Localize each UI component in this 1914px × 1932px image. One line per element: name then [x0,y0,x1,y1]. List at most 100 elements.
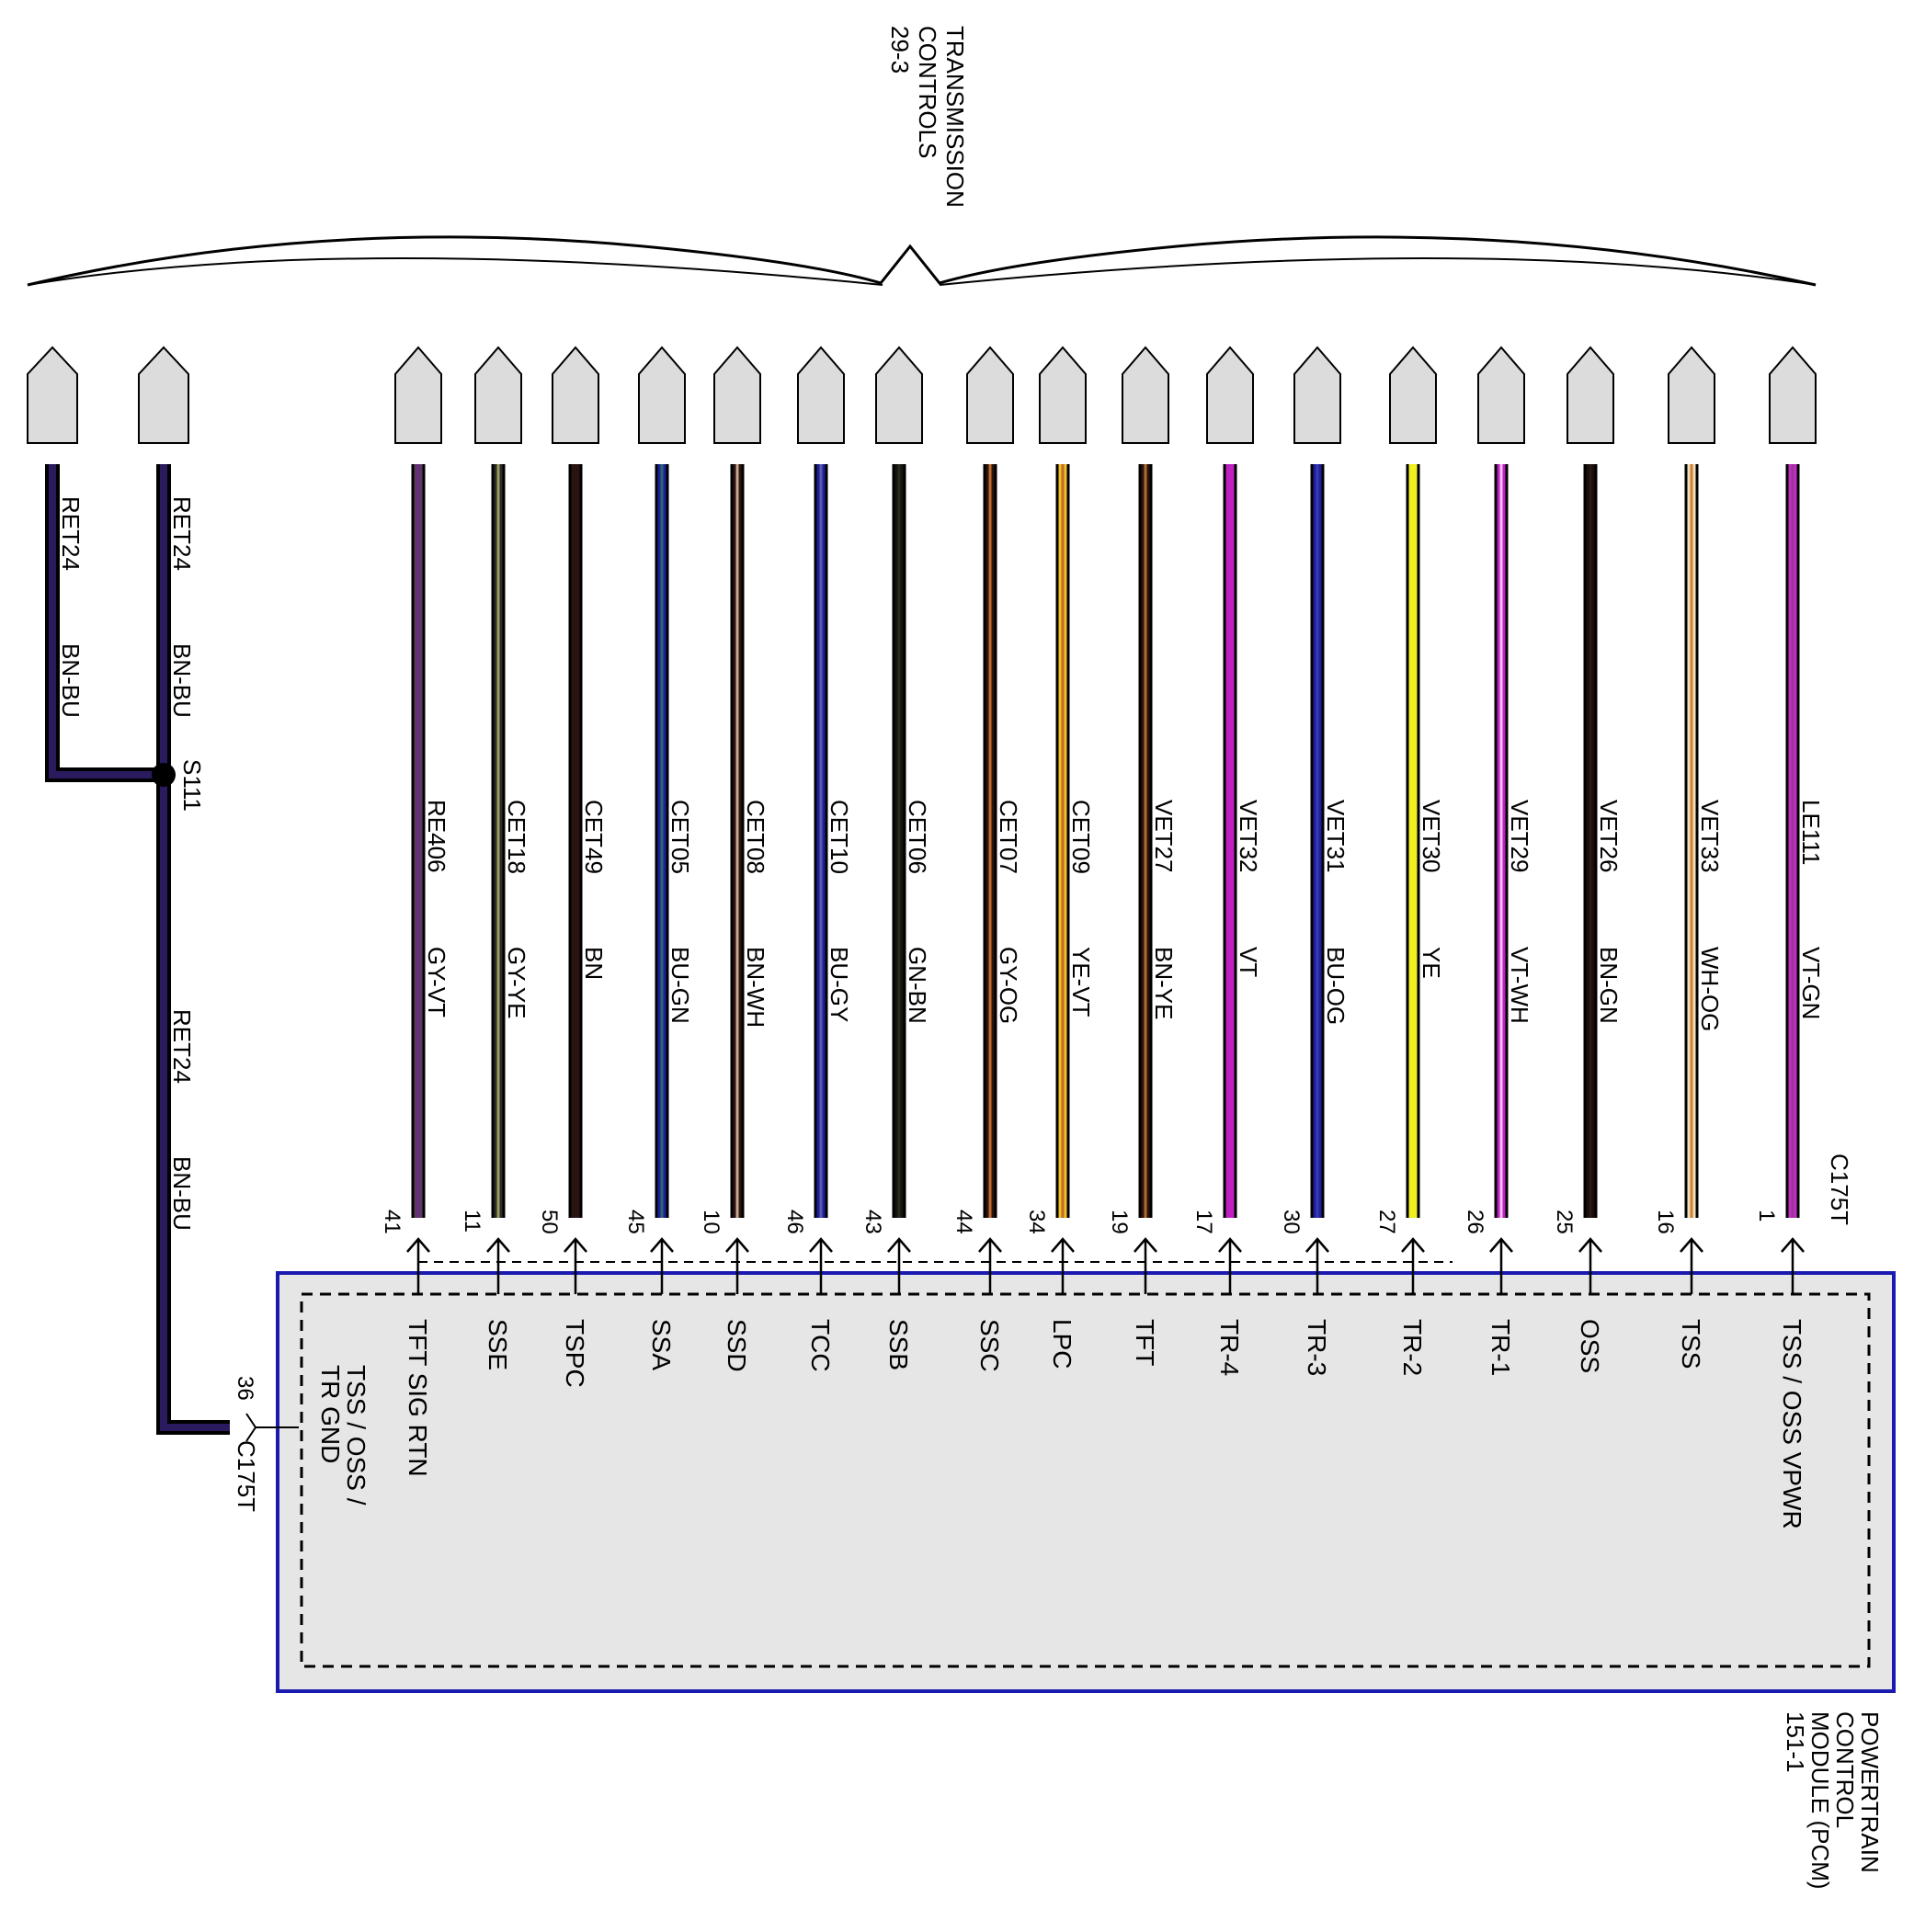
pin-number: 16 [1653,1210,1678,1234]
pin-arrow [650,1237,674,1294]
ground-top-circuit-label: RET24 [168,496,196,571]
pin-number: 26 [1463,1210,1487,1234]
pin-number: 10 [699,1210,723,1234]
pin-number: 27 [1374,1210,1399,1234]
pin-function-label: TFT [1131,1319,1159,1366]
color-label: BU-GY [826,947,853,1022]
color-label: WH-OG [1696,947,1724,1031]
ground-wire-left-core [49,464,164,778]
connector-housing [1389,346,1437,444]
connector-housing [797,346,845,444]
pin-number: 41 [380,1210,404,1234]
pin-number: 17 [1191,1210,1216,1234]
circuit-label: VET32 [1235,800,1262,873]
circuit-label: CET18 [503,800,530,874]
connector-housing [1477,346,1525,444]
splice-s111-label: S111 [178,759,206,812]
ground-function-line-2: TR GND [316,1365,345,1463]
ground-bottom-circuit-label: RET24 [168,1009,196,1084]
circuit-label: CET09 [1067,800,1095,874]
pin-arrow [1578,1237,1602,1294]
circuit-label: LE111 [1797,800,1825,865]
pin-function-label: TCC [806,1319,835,1372]
circuit-label: CET08 [742,800,769,874]
color-label: BU-OG [1322,947,1350,1025]
pin-number: 43 [860,1210,885,1234]
pin-arrow [406,1237,430,1294]
pin-arrow [978,1237,1002,1294]
pcm-module-box [276,1271,1896,1693]
connector-housing [1206,346,1254,444]
pin-function-label: TR-4 [1215,1319,1244,1376]
circuit-label: VET30 [1418,800,1445,873]
pin-function-label: TSPC [561,1319,589,1388]
color-label: GY-OG [995,947,1022,1024]
ground-pin-arrow [245,1413,299,1442]
ground-function-line-1: TSS / OSS / [342,1365,370,1506]
pin-arrow [1489,1237,1513,1294]
connector-housing [474,346,522,444]
pin-arrow [1401,1237,1425,1294]
ground-wire-main-core [160,464,230,1431]
ground-connector-housing-1 [27,346,78,444]
color-label: VT-WH [1506,947,1533,1024]
color-label: YE [1418,947,1445,979]
pin-function-label: SSD [723,1319,751,1372]
pin-number: 11 [460,1210,484,1233]
pin-number: 50 [537,1210,562,1234]
connector-housing [966,346,1014,444]
color-label: BN [580,947,608,980]
ground-connector-label: C175T [233,1440,260,1512]
pin-number: 30 [1279,1210,1304,1234]
destination-brace [27,235,1817,287]
color-label: BU-GN [666,947,694,1024]
pcm-label-line-1: POWERTRAIN [1856,1711,1884,1873]
pin-function-label: TSS [1677,1319,1705,1369]
pcm-module-inner-dashed [300,1292,1871,1668]
connector-housing [1668,346,1715,444]
circuit-label: VET33 [1696,800,1724,873]
connector-housing [1293,346,1341,444]
connector-housing [1122,346,1169,444]
circuit-label: CET07 [995,800,1022,874]
pin-arrow [809,1237,833,1294]
pin-arrow [1051,1237,1075,1294]
brace-left [27,235,1817,287]
pin-function-label: LPC [1048,1319,1077,1369]
pin-arrow [564,1237,587,1294]
pin-arrow [1305,1237,1329,1294]
connector-housing [713,346,761,444]
module-connector-label: C175T [1826,1154,1853,1225]
pin-arrow [486,1237,510,1294]
pin-function-label: SSB [884,1319,913,1370]
pcm-label-line-3: MODULE (PCM) [1806,1711,1834,1890]
circuit-label: RE406 [423,800,450,873]
pin-number: 34 [1024,1210,1049,1234]
connector-housing [875,346,923,444]
ground-left-circuit-label: RET24 [57,496,85,571]
circuit-label: VET26 [1595,800,1623,873]
destination-label: TRANSMISSION CONTROLS 29-3 [886,26,969,208]
connector-housing [552,346,599,444]
ground-connector-housing-2 [138,346,189,444]
brace-left-inner [27,257,883,286]
color-label: YE-VT [1067,947,1095,1017]
connector-housing [1769,346,1817,444]
pin-function-label: TR-3 [1303,1319,1331,1376]
pin-function-label: OSS [1576,1319,1604,1373]
pin-number: 25 [1552,1210,1577,1234]
destination-line-2: CONTROLS [914,26,941,158]
connector-housing [1039,346,1087,444]
